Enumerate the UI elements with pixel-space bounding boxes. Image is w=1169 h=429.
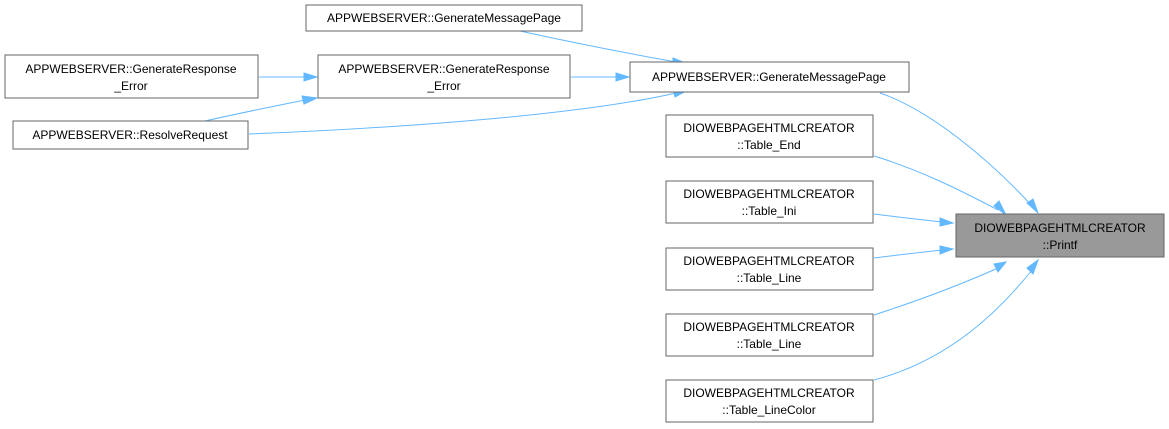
edge-table-line-2-to-printf xyxy=(873,261,1008,316)
node-table-ini[interactable]: DIOWEBPAGEHTMLCREATOR ::Table_Ini xyxy=(665,180,874,224)
node-printf-line-2: ::Printf xyxy=(1043,238,1078,252)
node-table-ini-line-1: DIOWEBPAGEHTMLCREATOR xyxy=(683,187,855,201)
edges-layer xyxy=(204,30,1040,381)
node-table-end-line-1: DIOWEBPAGEHTMLCREATOR xyxy=(683,121,855,135)
node-table-end[interactable]: DIOWEBPAGEHTMLCREATOR ::Table_End xyxy=(665,114,874,158)
node-table-line-2-line-2: ::Table_Line xyxy=(737,337,802,351)
node-table-line-2-line-1: DIOWEBPAGEHTMLCREATOR xyxy=(683,320,855,334)
node-printf-line-1: DIOWEBPAGEHTMLCREATOR xyxy=(974,221,1146,235)
node-table-linecolor-line-2: ::Table_LineColor xyxy=(722,403,815,417)
node-generate-response-error-mid[interactable]: APPWEBSERVER::GenerateResponse _Error xyxy=(317,54,571,99)
edge-genmsgpage-to-printf xyxy=(879,92,1039,214)
node-table-line-1[interactable]: DIOWEBPAGEHTMLCREATOR ::Table_Line xyxy=(665,247,874,291)
edge-genresp-mid-to-genmsgpage xyxy=(571,72,631,82)
edge-genresp-left-to-genresp-mid xyxy=(259,72,319,82)
node-table-linecolor[interactable]: DIOWEBPAGEHTMLCREATOR ::Table_LineColor xyxy=(665,379,874,423)
node-table-ini-line-2: ::Table_Ini xyxy=(742,204,797,218)
node-generate-response-error-left-line-1: APPWEBSERVER::GenerateResponse xyxy=(25,62,237,76)
node-table-line-2[interactable]: DIOWEBPAGEHTMLCREATOR ::Table_Line xyxy=(665,313,874,357)
node-table-line-1-line-2: ::Table_Line xyxy=(737,271,802,285)
edge-table-end-to-printf xyxy=(873,155,1007,216)
node-resolve-request-label: APPWEBSERVER::ResolveRequest xyxy=(32,128,228,142)
node-generate-message-page-caller[interactable]: APPWEBSERVER::GenerateMessagePage xyxy=(305,4,583,32)
node-table-linecolor-line-1: DIOWEBPAGEHTMLCREATOR xyxy=(683,386,855,400)
node-generate-response-error-left-line-2: _Error xyxy=(113,79,147,93)
node-resolve-request[interactable]: APPWEBSERVER::ResolveRequest xyxy=(12,120,249,150)
node-printf[interactable]: DIOWEBPAGEHTMLCREATOR ::Printf xyxy=(955,213,1165,258)
node-generate-message-page-main[interactable]: APPWEBSERVER::GenerateMessagePage xyxy=(629,61,910,93)
edge-resolve-to-genresp-mid xyxy=(204,95,319,122)
node-generate-message-page-caller-label: APPWEBSERVER::GenerateMessagePage xyxy=(327,11,561,25)
edge-table-ini-to-printf xyxy=(873,213,955,227)
nodes-layer: DIOWEBPAGEHTMLCREATOR ::Printf APPWEBSER… xyxy=(4,4,1165,423)
node-generate-response-error-left[interactable]: APPWEBSERVER::GenerateResponse _Error xyxy=(4,54,259,99)
node-table-line-1-line-1: DIOWEBPAGEHTMLCREATOR xyxy=(683,254,855,268)
node-generate-response-error-mid-line-2: _Error xyxy=(426,79,460,93)
node-generate-response-error-mid-line-1: APPWEBSERVER::GenerateResponse xyxy=(338,62,550,76)
node-table-end-line-2: ::Table_End xyxy=(737,138,800,152)
edge-table-linecolor-to-printf xyxy=(873,258,1040,381)
edge-table-line-1-to-printf xyxy=(873,245,955,259)
node-generate-message-page-main-label: APPWEBSERVER::GenerateMessagePage xyxy=(652,70,886,84)
